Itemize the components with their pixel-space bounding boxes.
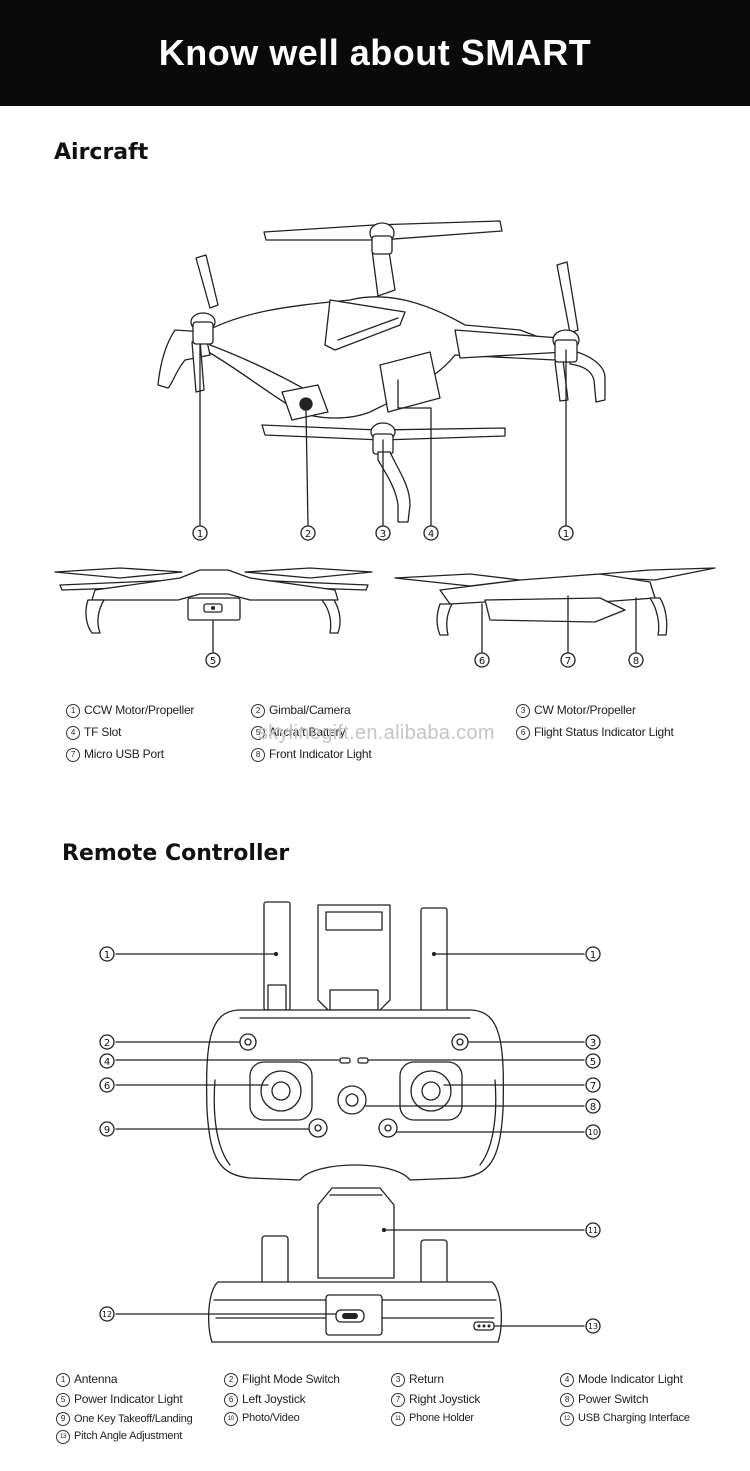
callout-rc-10: 10 bbox=[585, 1124, 601, 1140]
antenna-right bbox=[420, 907, 448, 1013]
svg-text:10: 10 bbox=[588, 1128, 598, 1137]
callout-5: 5 bbox=[205, 652, 221, 668]
callout-8: 8 bbox=[628, 652, 644, 668]
aircraft-top-view: 1 2 3 4 1 bbox=[157, 220, 606, 541]
callout-rc-3: 3 bbox=[585, 1034, 601, 1050]
callout-rc-2: 2 bbox=[99, 1034, 115, 1050]
svg-text:1: 1 bbox=[563, 529, 569, 540]
page-title: Know well about SMART bbox=[158, 32, 592, 73]
propeller-right bbox=[556, 261, 579, 334]
svg-text:7: 7 bbox=[590, 1081, 596, 1092]
svg-text:5: 5 bbox=[210, 656, 216, 667]
header-banner: Know well about SMART bbox=[0, 0, 750, 106]
callout-rc-4: 4 bbox=[99, 1053, 115, 1069]
svg-text:5: 5 bbox=[590, 1057, 596, 1068]
callout-1-left: 1 bbox=[192, 525, 208, 541]
callout-rc-5: 5 bbox=[585, 1053, 601, 1069]
remote-side-view: 11 12 13 bbox=[99, 1187, 601, 1343]
svg-text:4: 4 bbox=[428, 529, 434, 540]
callout-rc-12: 12 bbox=[99, 1306, 115, 1322]
svg-text:6: 6 bbox=[479, 656, 485, 667]
svg-text:4: 4 bbox=[104, 1057, 110, 1068]
svg-text:13: 13 bbox=[588, 1322, 598, 1331]
aircraft-rear-view: 5 bbox=[54, 567, 373, 668]
callout-6: 6 bbox=[474, 652, 490, 668]
propeller-front-left bbox=[195, 254, 219, 309]
svg-text:11: 11 bbox=[588, 1226, 598, 1235]
svg-text:7: 7 bbox=[565, 656, 571, 667]
aircraft-side-view: 6 7 8 bbox=[394, 567, 716, 668]
svg-text:3: 3 bbox=[380, 529, 386, 540]
callout-rc-6: 6 bbox=[99, 1077, 115, 1093]
svg-text:3: 3 bbox=[590, 1038, 596, 1049]
svg-text:1: 1 bbox=[590, 950, 596, 961]
callout-rc-8: 8 bbox=[585, 1098, 601, 1114]
remote-section-title: Remote Controller bbox=[62, 841, 290, 866]
callout-7: 7 bbox=[560, 652, 576, 668]
svg-text:6: 6 bbox=[104, 1081, 110, 1092]
svg-text:12: 12 bbox=[102, 1310, 112, 1319]
callout-rc-1-left: 1 bbox=[99, 946, 115, 962]
callout-rc-9: 9 bbox=[99, 1121, 115, 1137]
svg-text:1: 1 bbox=[104, 950, 110, 961]
watermark: skylinegift.en.alibaba.com bbox=[258, 722, 495, 744]
svg-text:2: 2 bbox=[305, 529, 311, 540]
svg-text:8: 8 bbox=[633, 656, 639, 667]
callout-1-right: 1 bbox=[558, 525, 574, 541]
svg-text:2: 2 bbox=[104, 1038, 110, 1049]
svg-text:1: 1 bbox=[197, 529, 203, 540]
callout-2: 2 bbox=[300, 525, 316, 541]
callout-rc-1-right: 1 bbox=[585, 946, 601, 962]
svg-text:8: 8 bbox=[590, 1102, 596, 1113]
remote-front-view: 1 1 2 3 4 5 6 7 8 9 10 bbox=[99, 901, 601, 1181]
callout-rc-13: 13 bbox=[585, 1318, 601, 1334]
callout-4: 4 bbox=[423, 525, 439, 541]
aircraft-section-title: Aircraft bbox=[54, 140, 149, 165]
callout-rc-11: 11 bbox=[585, 1222, 601, 1238]
callout-rc-7: 7 bbox=[585, 1077, 601, 1093]
callout-3: 3 bbox=[375, 525, 391, 541]
svg-text:9: 9 bbox=[104, 1125, 110, 1136]
